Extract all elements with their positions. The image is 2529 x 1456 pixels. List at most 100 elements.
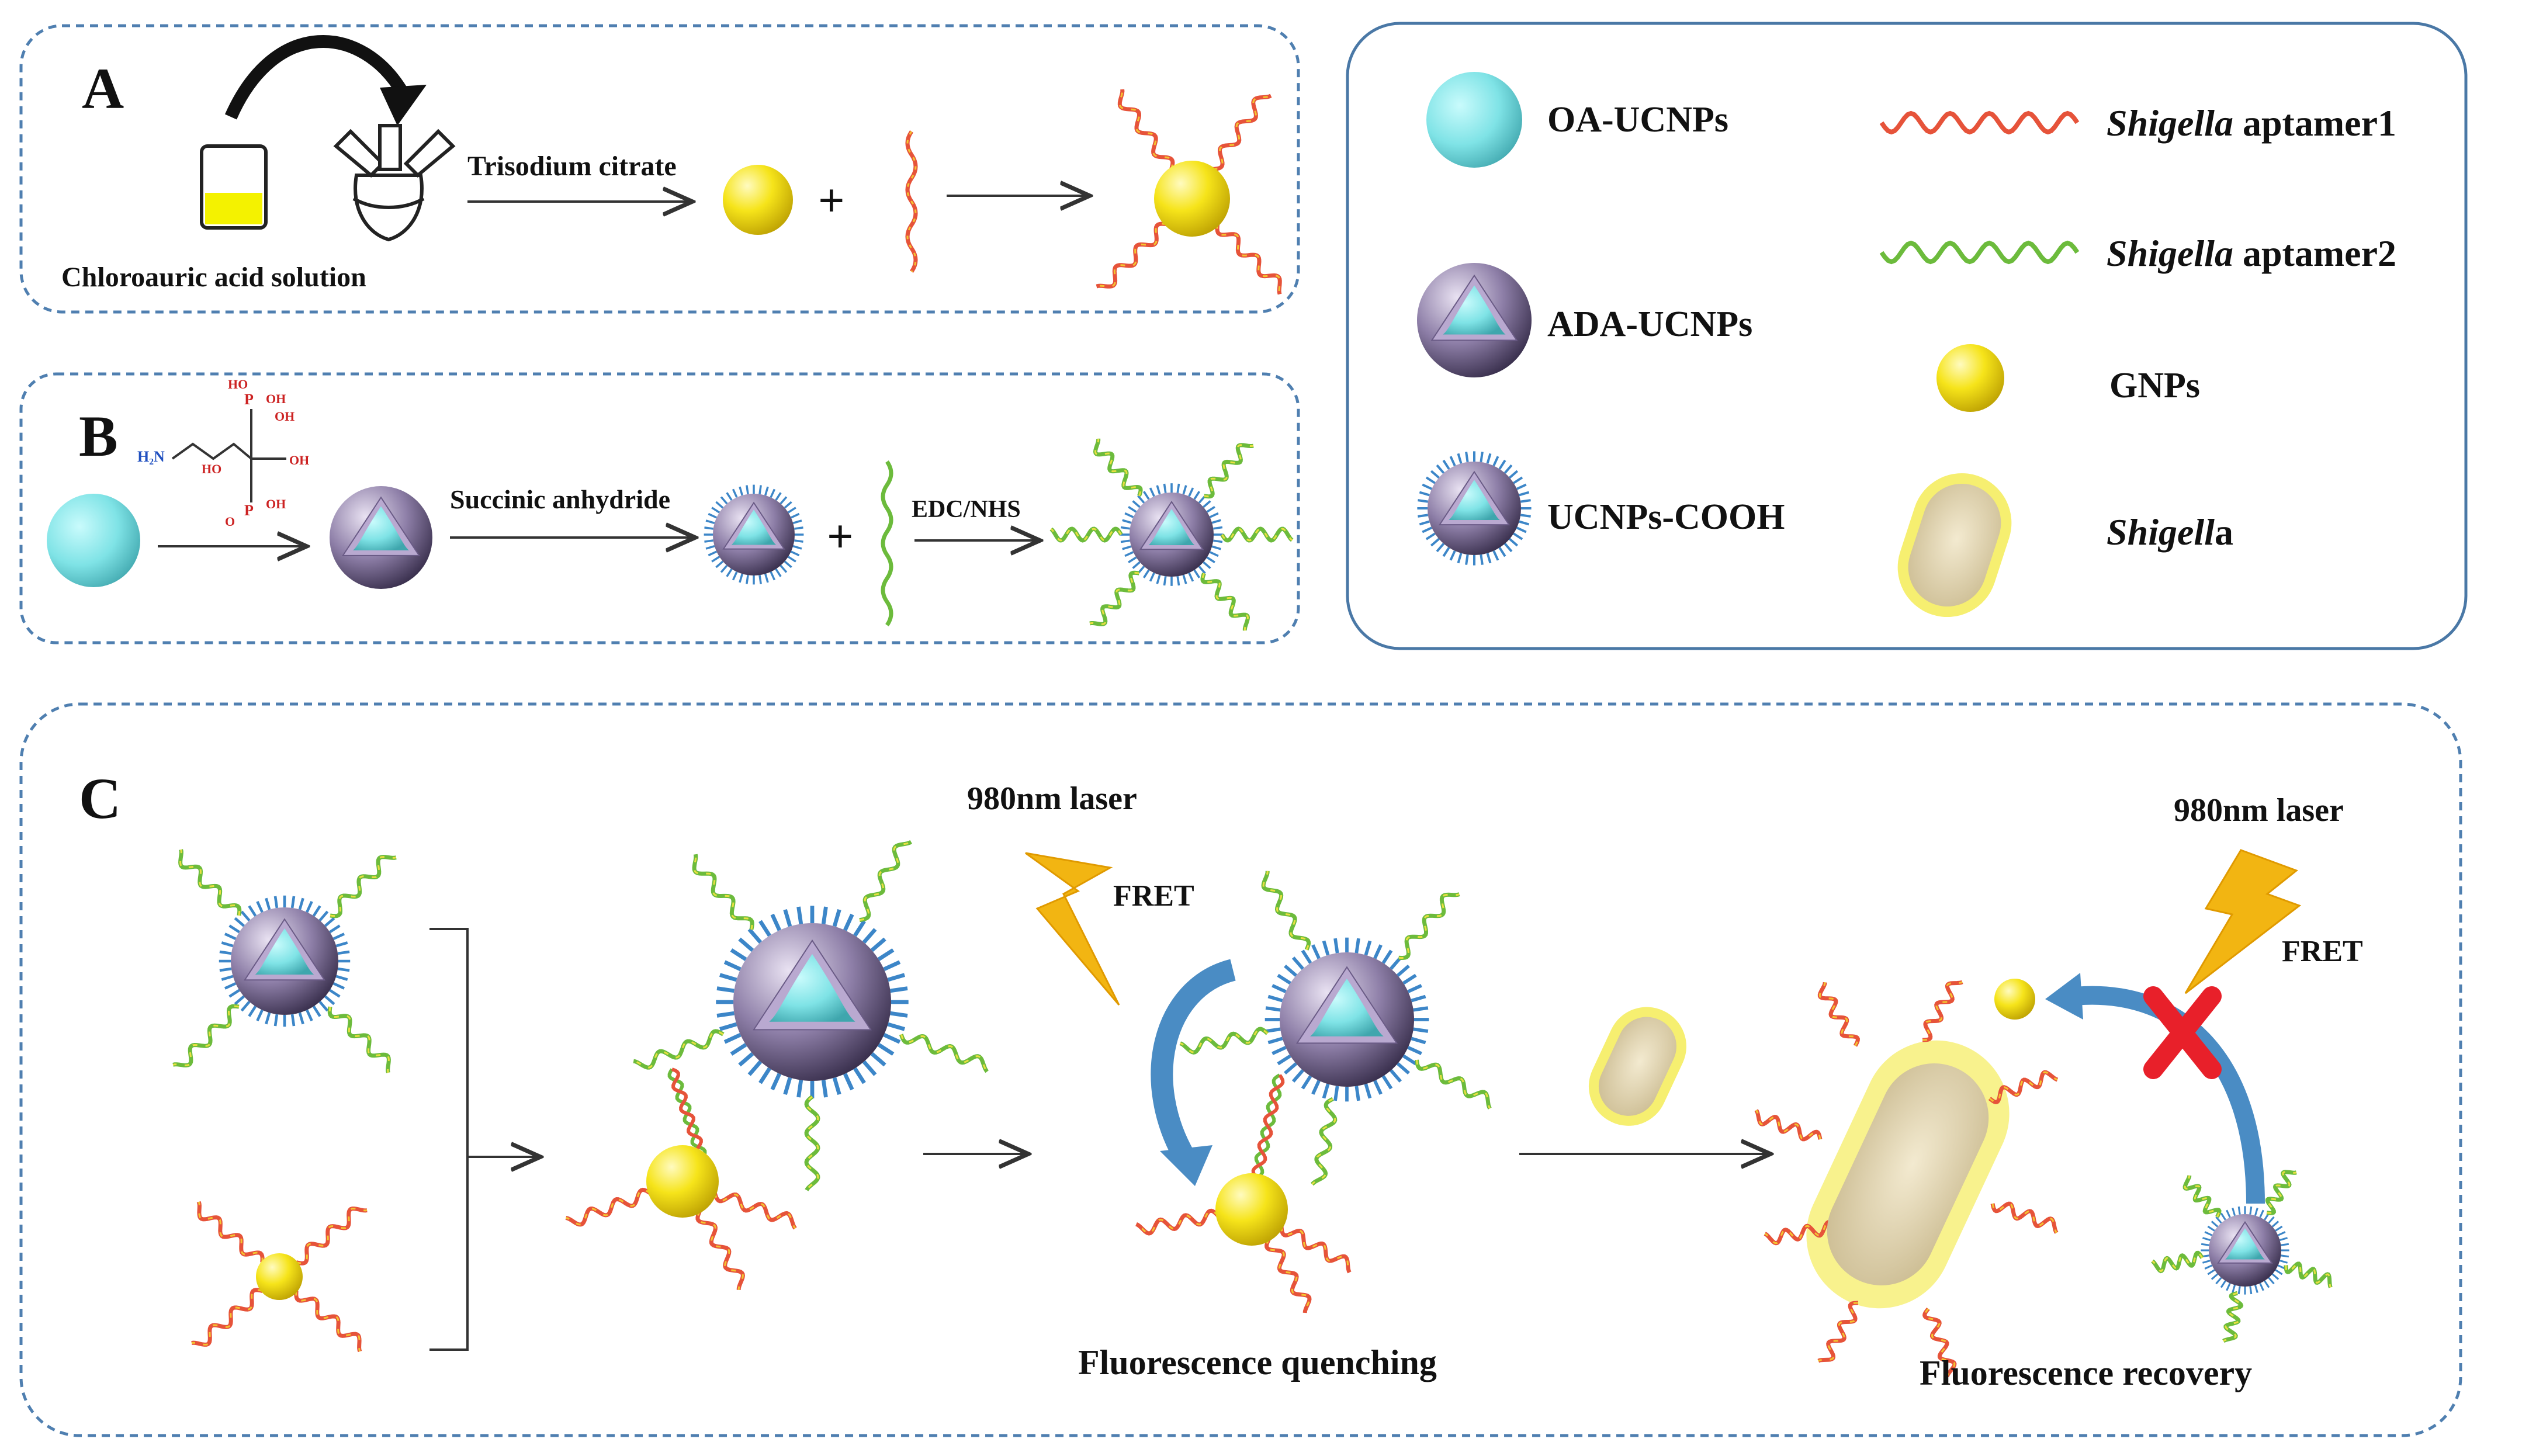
ligand-spike (337, 967, 350, 972)
gold-sphere (256, 1253, 303, 1300)
ligand-spike (1193, 491, 1201, 500)
ligand-spike (758, 575, 762, 584)
ligand-spike (862, 1060, 877, 1076)
ligand-spike (1132, 561, 1141, 569)
fret-arrowhead-icon-1 (1160, 1145, 1212, 1186)
ligand-spike (1457, 453, 1463, 464)
aptamer-strand-u0 (178, 849, 242, 916)
ligand-spike (770, 571, 776, 581)
ligand-spike (248, 1006, 257, 1017)
oh-label-2: OH (275, 409, 295, 424)
legend-ada-ucnps-icon (1417, 263, 1532, 377)
ligand-spike (1163, 483, 1167, 493)
aptamer-strand-highlight-u1 (2266, 1171, 2297, 1214)
ligand-spike (1498, 459, 1506, 470)
ligand-spike (221, 941, 234, 948)
ligand-spike (787, 556, 796, 563)
gnp-aptamer-conjugate-icon (1096, 89, 1282, 295)
aptamer-strand-u0 (692, 854, 754, 930)
ligand-spike (1418, 499, 1429, 503)
ligand-spike (792, 545, 802, 550)
ligand-spike (746, 485, 749, 494)
ligand-spike (784, 501, 792, 509)
aptamer-strand-highlight-g1 (1266, 1239, 1311, 1313)
panel-c: C 980nm laser FRET Fluorescence quenchin… (19, 702, 2462, 1437)
aptamer-strand-highlight-u3 (1201, 573, 1249, 631)
ligand-spike (256, 900, 264, 913)
ligand-spike (1128, 556, 1137, 564)
ligand-spike (747, 1060, 763, 1076)
ligand-spike (716, 1011, 735, 1018)
aptamer-strand-highlight-b6 (1818, 1302, 1859, 1362)
ligand-spike (1211, 519, 1221, 524)
ligand-spike (228, 989, 240, 998)
aptamer-strand-u1 (330, 855, 397, 918)
ligand-spike (2254, 1207, 2258, 1216)
panel-c-border (19, 702, 2462, 1437)
ligand-spike (1120, 526, 1130, 530)
ligand-spike (2277, 1264, 2286, 1270)
ligand-spike (2202, 1237, 2211, 1242)
ligand-spike (790, 512, 800, 519)
oh-label-4: OH (266, 497, 286, 511)
ligand-spike (1291, 1069, 1304, 1083)
ligand-spike (764, 486, 769, 496)
ligand-spike (715, 560, 724, 568)
laser-bolt-icon-1 (1025, 852, 1120, 1006)
ligand-spike (783, 909, 792, 927)
ligand-spike (1513, 532, 1523, 540)
gnp-particle-icon (723, 165, 793, 235)
ligand-spike (746, 575, 749, 584)
ligand-spike (883, 1033, 901, 1044)
aptamer1-strand-highlight-icon (906, 131, 917, 272)
ligand-spike (1486, 553, 1492, 564)
ligand-spike (2275, 1225, 2283, 1232)
ligand-spike (1322, 1083, 1330, 1099)
ligand-spike (1176, 576, 1180, 586)
ligand-spike (790, 550, 800, 557)
ligand-spike (1322, 940, 1330, 956)
ligand-spike (1419, 491, 1430, 497)
aptamer-strand-highlight-b3 (1989, 1071, 2058, 1103)
ligand-spike (234, 995, 245, 1006)
aptamer-strand-highlight-u1 (1204, 444, 1254, 498)
ligand-spike (1122, 545, 1132, 550)
ligand-spike (1354, 1086, 1360, 1101)
ligand-spike (312, 905, 321, 917)
ligand-spike (1430, 538, 1440, 547)
ligand-spike (1373, 944, 1383, 959)
ligand-spike (843, 913, 854, 931)
edc-nhs-label: EDC/NHS (912, 496, 1021, 523)
ligand-spike (2259, 1282, 2264, 1291)
aptamer-strand-highlight-u1 (330, 856, 397, 917)
ligand-spike (1373, 1080, 1383, 1095)
aptamer-strand-highlight-g3 (191, 1289, 263, 1346)
ligand-spike (1516, 526, 1527, 533)
ligand-spike (764, 573, 769, 583)
ho-label-1: HO (228, 377, 248, 391)
p-label-1: P (244, 391, 254, 408)
ligand-spike (224, 932, 237, 940)
fret-arrow-icon-2 (2073, 986, 2265, 1204)
ligand-spike (1301, 1075, 1312, 1090)
aptamer-strand-highlight-u4 (633, 1030, 724, 1069)
ligand-spike (1176, 483, 1180, 493)
legend-shigella-icon (1897, 473, 2012, 618)
ligand-spike (2259, 1209, 2264, 1218)
ligand-spike (1272, 1046, 1287, 1055)
aptamer2-strand-icon (881, 460, 893, 627)
aptamer-strand-highlight-u0 (179, 849, 241, 916)
ligand-spike (1182, 574, 1187, 584)
aptamer-strand-u3 (804, 1095, 820, 1191)
ligand-spike (2237, 1286, 2241, 1295)
ligand-spike (312, 1006, 321, 1017)
core-sphere (1310, 979, 1384, 1036)
ligand-spike (792, 519, 802, 524)
aptamer-strand-highlight-u4 (2152, 1252, 2203, 1273)
ligand-spike (870, 937, 886, 952)
ligand-spike (1265, 1006, 1281, 1012)
aptamer-strand-u0 (2182, 1175, 2222, 1218)
ligand-spike (770, 913, 781, 931)
panel-a: A Chloroauric acid solution Trisodium ci… (19, 24, 1300, 314)
aptamer-strand-highlight-u3 (2223, 1292, 2243, 1342)
